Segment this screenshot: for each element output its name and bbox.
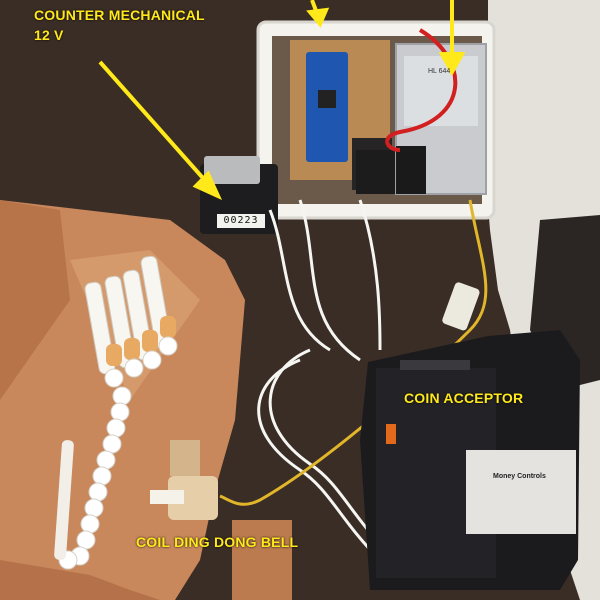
coin-acceptor-orange-tab [386, 424, 396, 444]
arduino-chip [318, 90, 336, 108]
ribbon-cables [257, 199, 390, 562]
wire-connector [442, 282, 480, 331]
cigarette-ends-column [58, 336, 178, 570]
counter-arrow [98, 60, 212, 188]
coin-acceptor-brand: Money Controls [493, 473, 546, 480]
coin-acceptor-slot [400, 360, 470, 370]
bell-plunger [150, 490, 184, 504]
psu-relay [396, 146, 426, 194]
bell-mount [170, 440, 200, 476]
relay-board [356, 150, 398, 194]
plywood-side [0, 200, 70, 400]
coil-bell-label: COIL DING DONG BELL [136, 534, 299, 550]
cigarette-filters [106, 316, 176, 366]
counter-label-line1: COUNTER MECHANICAL [34, 7, 205, 23]
bell-coil [168, 476, 218, 520]
coin-acceptor-label: COIN ACCEPTOR [404, 390, 524, 406]
annotation-arrows [98, 0, 466, 201]
counter-readout: 00223 [217, 214, 265, 228]
coin-acceptor-sticker [466, 450, 576, 534]
lower-ledge [0, 560, 160, 600]
counter-top [204, 156, 260, 184]
counter-label-line2: 12 V [34, 27, 64, 43]
front-plank [232, 520, 292, 600]
power-supply-model: HL 644 [428, 68, 451, 75]
single-cigarette [54, 440, 74, 560]
